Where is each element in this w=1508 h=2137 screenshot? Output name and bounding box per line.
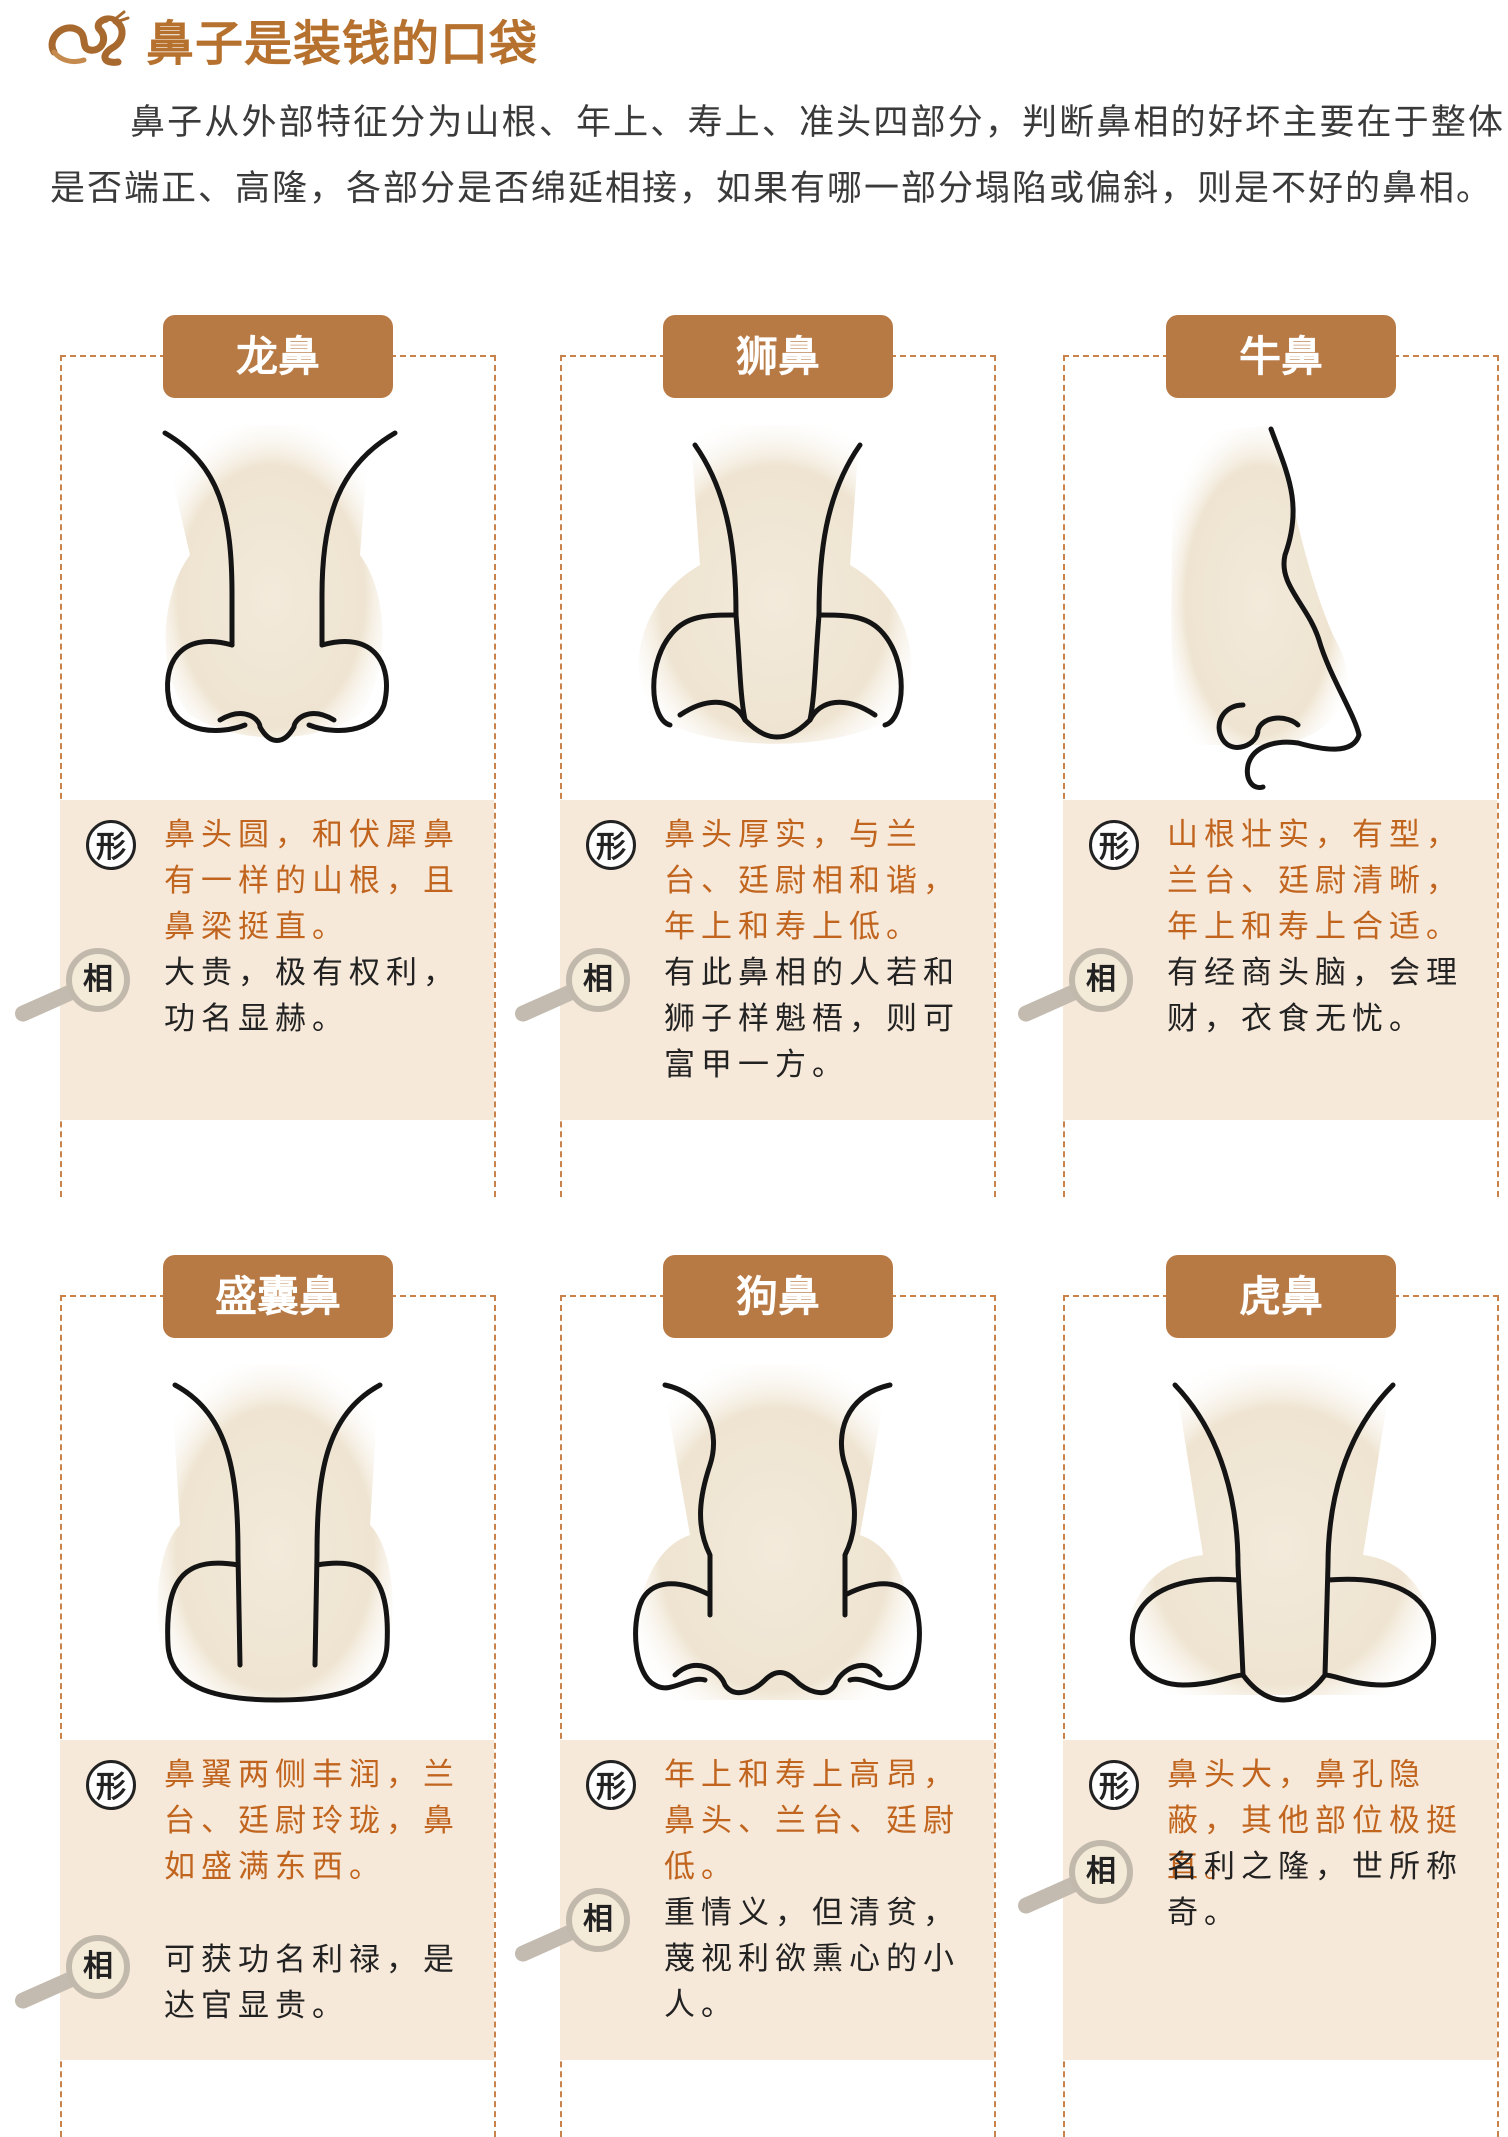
magnifier-icon: 相 (10, 1935, 150, 2012)
intro-paragraph: 鼻子从外部特征分为山根、年上、寿上、准头四部分，判断鼻相的好坏主要在于整体是否端… (50, 103, 1505, 209)
card-description: 形 鼻头厚实，与兰台、廷尉相和谐，年上和寿上低。 相 有此鼻相的人若和狮子样魁梧… (512, 800, 994, 1120)
xiang-icon: 相 (1069, 948, 1133, 1012)
xiang-text: 大贵，极有权利，功名显赫。 (164, 955, 460, 1037)
xing-icon: 形 (1089, 1760, 1139, 1810)
nose-illustration (638, 425, 912, 744)
xing-icon: 形 (86, 1760, 136, 1810)
xiang-text: 有此鼻相的人若和狮子样魁梧，则可富甲一方。 (664, 955, 960, 1083)
xiang-icon: 相 (566, 1888, 630, 1952)
nose-illustration (157, 1365, 393, 1703)
card-label: 龙鼻 (163, 315, 393, 398)
card-shi-bi: 狮鼻 形 鼻头厚实，与兰台、廷尉相和谐，年上和寿上低。 相 有此鼻相的人若和狮子… (512, 315, 996, 1197)
magnifier-icon: 相 (1013, 1840, 1153, 1917)
xiang-text: 可获功名利禄，是达官显贵。 (164, 1942, 460, 2024)
xiang-icon: 相 (566, 948, 630, 1012)
magnifier-icon: 相 (10, 948, 150, 1025)
magnifier-icon: 相 (510, 1888, 650, 1965)
card-description: 形 年上和寿上高昂，鼻头、兰台、廷尉低。 相 重情义，但清贫，蔑视利欲熏心的小人… (512, 1740, 994, 2060)
xiang-text: 有经商头脑，会理财，衣食无忧。 (1167, 955, 1463, 1037)
xiang-text: 名利之隆，世所称奇。 (1167, 1849, 1463, 1931)
card-hu-bi: 虎鼻 形 鼻头大，鼻孔隐蔽，其他部位极挺直。 相 名利之隆，世所称奇。 (1015, 1255, 1499, 2137)
card-gou-bi: 狗鼻 形 年上和寿上高昂，鼻头、兰台、廷尉低。 相 重情义，但清贫，蔑视利欲熏心… (512, 1255, 996, 2137)
nose-illustration (1171, 425, 1362, 791)
xing-text: 鼻头厚实，与兰台、廷尉相和谐，年上和寿上低。 (664, 817, 960, 945)
nose-illustration (160, 425, 398, 743)
xing-text: 鼻头大，鼻孔隐蔽，其他部位极挺直。 (1167, 1757, 1463, 1885)
xing-icon: 形 (586, 820, 636, 870)
card-label: 狗鼻 (663, 1255, 893, 1338)
card-sheng-nang-bi: 盛囊鼻 形 鼻翼两侧丰润，兰台、廷尉玲珑，鼻如盛满东西。 相 可获功名利禄，是达… (12, 1255, 496, 2137)
card-label: 盛囊鼻 (163, 1255, 393, 1338)
card-long-bi: 龙鼻 形 鼻头圆，和伏犀鼻有一样的山根，且鼻梁挺直。 相 大贵，极有权利，功名显… (12, 315, 496, 1197)
xing-icon: 形 (586, 1760, 636, 1810)
card-description: 形 鼻头大，鼻孔隐蔽，其他部位极挺直。 相 名利之隆，世所称奇。 (1015, 1740, 1497, 2060)
card-description: 形 鼻头圆，和伏犀鼻有一样的山根，且鼻梁挺直。 相 大贵，极有权利，功名显赫。 (12, 800, 494, 1120)
xing-icon: 形 (86, 820, 136, 870)
xing-text: 山根壮实，有型，兰台、廷尉清晰，年上和寿上合适。 (1167, 817, 1463, 945)
nose-illustration (1126, 1365, 1437, 1703)
xing-text: 鼻翼两侧丰润，兰台、廷尉玲珑，鼻如盛满东西。 (164, 1757, 460, 1885)
card-label: 虎鼻 (1166, 1255, 1396, 1338)
title-bar: 鼻子是装钱的口袋 (44, 4, 538, 74)
xiang-text: 重情义，但清贫，蔑视利欲熏心的小人。 (664, 1895, 960, 2023)
xing-icon: 形 (1089, 820, 1139, 870)
dragon-icon (48, 10, 130, 66)
card-description: 形 鼻翼两侧丰润，兰台、廷尉玲珑，鼻如盛满东西。 相 可获功名利禄，是达官显贵。 (12, 1740, 494, 2060)
xiang-icon: 相 (66, 948, 130, 1012)
card-niu-bi: 牛鼻 形 山根壮实，有型，兰台、廷尉清晰，年上和寿上合适。 相 有经商头脑，会理… (1015, 315, 1499, 1197)
page-title: 鼻子是装钱的口袋 (146, 16, 539, 72)
xing-text: 年上和寿上高昂，鼻头、兰台、廷尉低。 (664, 1757, 960, 1885)
nose-illustration (633, 1365, 922, 1700)
xing-text: 鼻头圆，和伏犀鼻有一样的山根，且鼻梁挺直。 (164, 817, 460, 945)
card-label: 狮鼻 (663, 315, 893, 398)
xiang-icon: 相 (66, 1935, 130, 1999)
magnifier-icon: 相 (1013, 948, 1153, 1025)
card-label: 牛鼻 (1166, 315, 1396, 398)
card-description: 形 山根壮实，有型，兰台、廷尉清晰，年上和寿上合适。 相 有经商头脑，会理财，衣… (1015, 800, 1497, 1120)
magnifier-icon: 相 (510, 948, 650, 1025)
xiang-icon: 相 (1069, 1840, 1133, 1904)
